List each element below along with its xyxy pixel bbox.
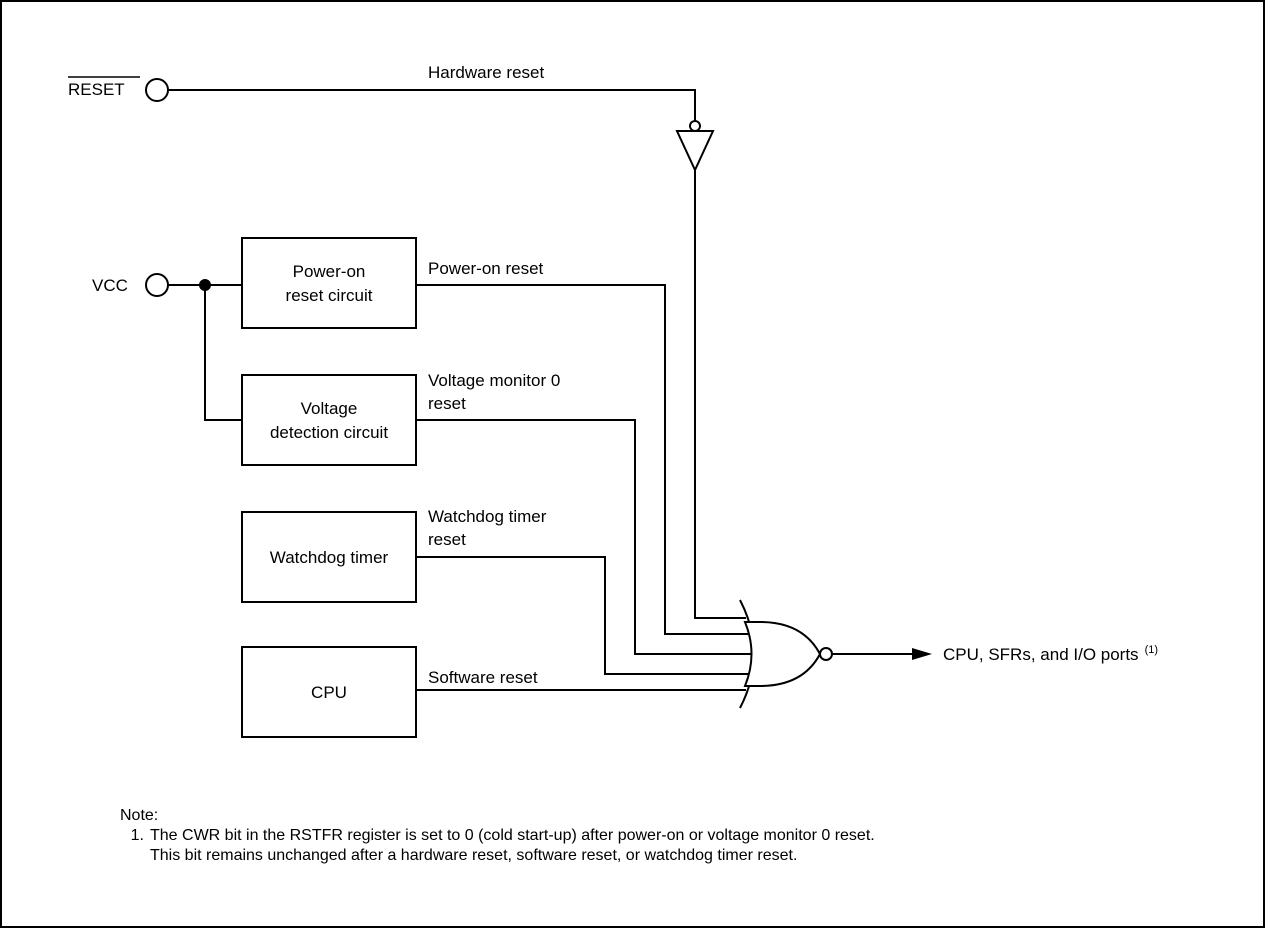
voltage-detection-circuit-block (241, 374, 417, 466)
inverter-triangle (675, 130, 715, 173)
watchdog-block-label: Watchdog timer (270, 548, 389, 567)
power-on-reset-circuit-block (241, 237, 417, 329)
note-line-1: The CWR bit in the RSTFR register is set… (150, 827, 875, 844)
inverter-buffer (675, 120, 715, 173)
reset-pin-terminal (145, 78, 169, 102)
hardware-reset-label: Hardware reset (428, 63, 544, 82)
power-on-reset-label: Power-on reset (428, 259, 544, 278)
note-line-2: This bit remains unchanged after a hardw… (150, 847, 798, 864)
output-arrowhead (912, 648, 932, 660)
vcc-pin-label: VCC (92, 276, 128, 295)
voltage-block-line2: detection circuit (270, 423, 388, 442)
vcc-pin: VCC (92, 273, 169, 297)
vcc-pin-terminal (145, 273, 169, 297)
voltage-block-line1: Voltage (301, 399, 358, 418)
power-on-block-line1: Power-on (293, 262, 366, 281)
watchdog-timer-block (241, 511, 417, 603)
software-reset-label: Software reset (428, 668, 538, 687)
output-label: CPU, SFRs, and I/O ports(1) (943, 644, 1158, 664)
cpu-block-label: CPU (311, 683, 347, 702)
nor-gate-body (743, 621, 822, 687)
note-number: 1. (130, 827, 144, 844)
reset-pin-label: RESET (68, 80, 125, 99)
reset-pin: RESET (68, 76, 169, 102)
hardware-reset-wire (168, 89, 696, 121)
voltage-monitor-label-line1: Voltage monitor 0 (428, 371, 560, 390)
cpu-block (241, 646, 417, 738)
nor-gate (739, 599, 833, 709)
watchdog-reset-label-line2: reset (428, 530, 466, 549)
inverter-bubble (689, 120, 701, 132)
output-footnote-ref: (1) (1145, 644, 1158, 656)
watchdog-reset-label-line1: Watchdog timer (428, 507, 547, 526)
hardware-reset-to-gate-wire (694, 170, 746, 619)
nor-gate-bubble (819, 647, 833, 661)
note-item-1: 1. The CWR bit in the RSTFR register is s… (120, 826, 875, 846)
vcc-to-voltage-detection-wire (204, 285, 242, 421)
voltage-monitor-label-line2: reset (428, 394, 466, 413)
power-on-reset-wire (416, 284, 751, 635)
power-on-block-line2: reset circuit (286, 286, 373, 305)
watchdog-reset-wire (416, 556, 751, 675)
note-heading: Note: (120, 807, 159, 824)
voltage-monitor-reset-wire (416, 419, 753, 655)
